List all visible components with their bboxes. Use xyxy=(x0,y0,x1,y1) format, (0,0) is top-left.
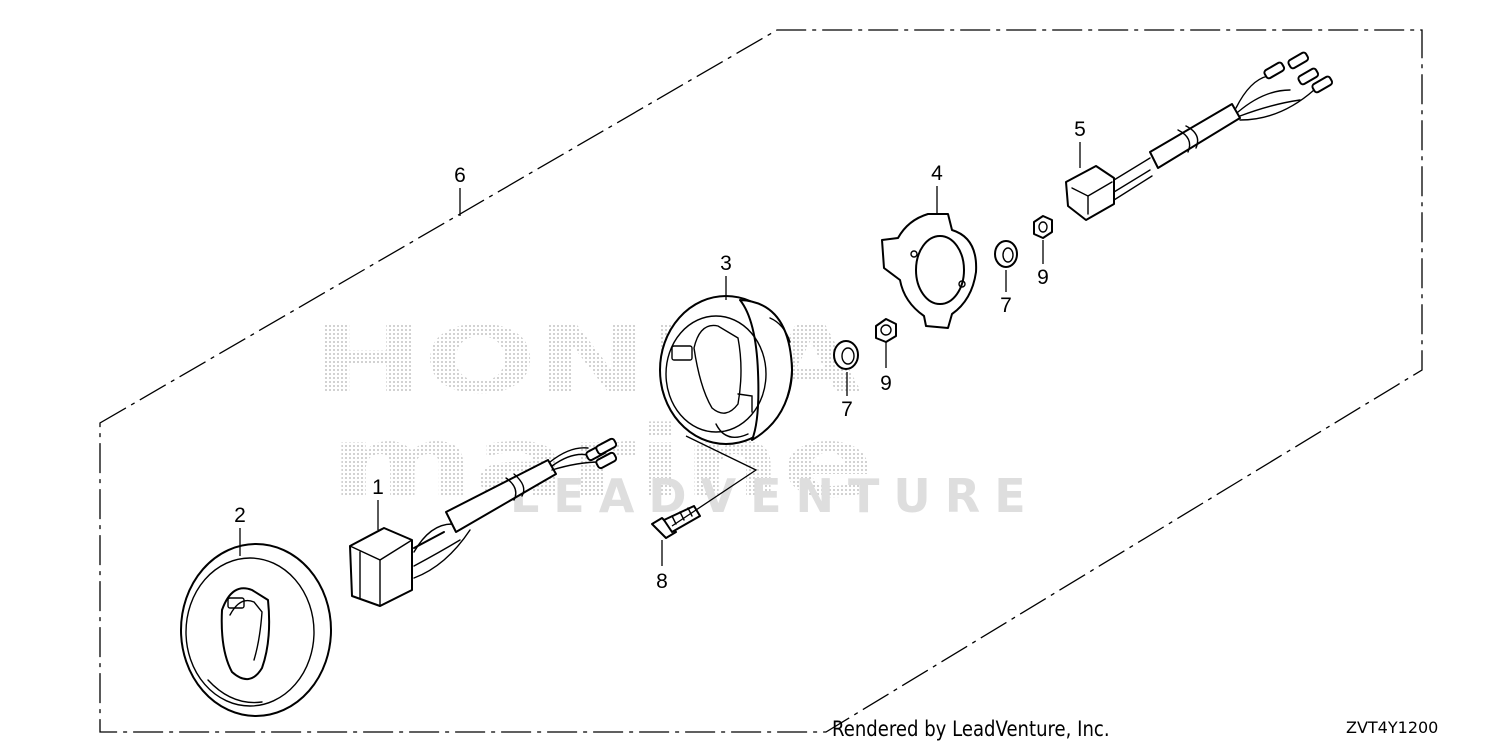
nut-part-9b xyxy=(1033,215,1053,239)
callout-leaders xyxy=(239,142,1081,566)
callout-part-7b: 7 xyxy=(1000,294,1012,317)
callout-part-5: 5 xyxy=(1074,118,1086,141)
lock-washer-part-7b xyxy=(994,240,1018,268)
connector-harness-part-5 xyxy=(1065,51,1334,221)
callout-part-4: 4 xyxy=(931,162,943,185)
callout-part-8: 8 xyxy=(656,570,668,593)
diagram-code: ZVT4Y1200 xyxy=(1346,718,1439,737)
watermark-brand-line3: LEADVENTURE xyxy=(510,469,1040,523)
callout-part-2: 2 xyxy=(234,504,246,527)
rocker-switch-part-1 xyxy=(349,437,618,607)
callout-part-9b: 9 xyxy=(1037,266,1049,289)
bolt-leader xyxy=(671,435,758,527)
mounting-plate-part-4 xyxy=(881,213,978,329)
callout-part-9a: 9 xyxy=(880,372,892,395)
callout-part-1: 1 xyxy=(372,476,384,499)
callout-part-3: 3 xyxy=(720,252,732,275)
callout-labels: 2 1 3 4 5 6 7 7 9 9 8 xyxy=(234,118,1086,593)
switch-cover-part-2 xyxy=(180,543,332,717)
rendered-by-credit: Rendered by LeadVenture, Inc. xyxy=(832,717,1110,741)
lock-washer-part-7a xyxy=(833,340,859,370)
switch-housing-part-3 xyxy=(659,295,793,445)
callout-part-6: 6 xyxy=(454,164,466,187)
nut-part-9a xyxy=(875,318,897,343)
callout-part-7a: 7 xyxy=(841,398,853,421)
assembly-outline xyxy=(99,29,1423,733)
